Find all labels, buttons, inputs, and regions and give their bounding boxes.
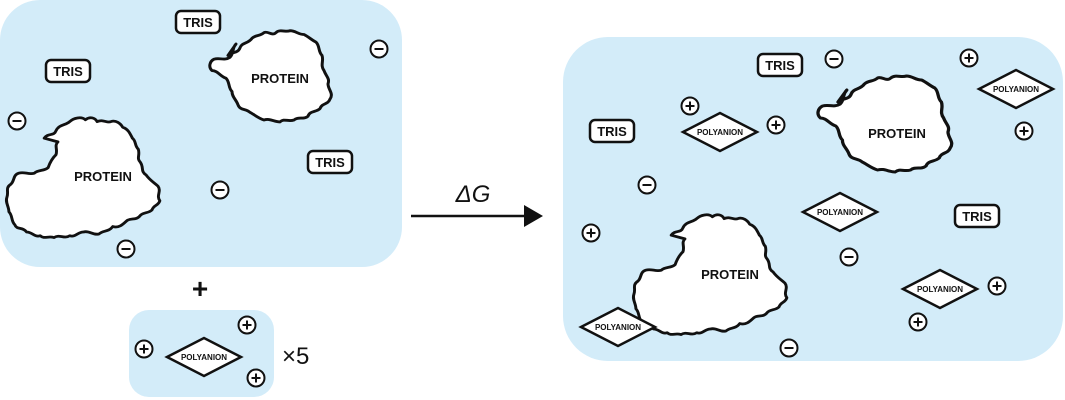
polyanion-right-1: POLYANION: [977, 68, 1055, 110]
tris-left-1: TRIS: [174, 9, 222, 35]
svg-text:PROTEIN: PROTEIN: [701, 267, 759, 282]
protein-right-lower: PROTEIN: [631, 213, 789, 337]
plus-circle-icon: [766, 115, 786, 135]
minus-circle-icon: [116, 239, 136, 259]
tris-left-2: TRIS: [44, 58, 92, 84]
tris-right-1: TRIS: [756, 52, 804, 78]
svg-text:POLYANION: POLYANION: [817, 208, 863, 217]
svg-text:POLYANION: POLYANION: [993, 85, 1039, 94]
protein-left-upper: PROTEIN: [208, 29, 333, 124]
minus-circle-icon: [369, 39, 389, 59]
plus-circle-icon: [1014, 121, 1034, 141]
tris-right-2: TRIS: [588, 118, 636, 144]
plus-circle-icon: [246, 368, 266, 388]
protein-right-upper: PROTEIN: [816, 74, 954, 174]
plus-circle-icon: [134, 339, 154, 359]
polyanion-left: POLYANION: [165, 336, 243, 378]
minus-circle-icon: [210, 180, 230, 200]
minus-circle-icon: [824, 49, 844, 69]
svg-text:POLYANION: POLYANION: [181, 353, 227, 362]
svg-text:POLYANION: POLYANION: [917, 285, 963, 294]
minus-circle-icon: [637, 175, 657, 195]
protein-left-lower: PROTEIN: [4, 116, 162, 240]
svg-text:TRIS: TRIS: [962, 209, 992, 224]
polyanion-right-4: POLYANION: [901, 268, 979, 310]
plus-circle-icon: [959, 48, 979, 68]
svg-text:POLYANION: POLYANION: [595, 323, 641, 332]
svg-text:TRIS: TRIS: [183, 15, 213, 30]
delta-g-label: ΔG: [455, 181, 491, 208]
svg-text:TRIS: TRIS: [597, 124, 627, 139]
svg-text:PROTEIN: PROTEIN: [868, 126, 926, 141]
plus-circle-icon: [237, 315, 257, 335]
minus-circle-icon: [839, 247, 859, 267]
svg-text:POLYANION: POLYANION: [697, 128, 743, 137]
polyanion-right-3: POLYANION: [801, 191, 879, 233]
tris-right-3: TRIS: [953, 203, 1001, 229]
plus-circle-icon: [581, 223, 601, 243]
plus-sign: +: [192, 273, 208, 304]
protein-label: PROTEIN: [74, 169, 132, 184]
svg-text:TRIS: TRIS: [765, 58, 795, 73]
polyanion-right-5: POLYANION: [579, 306, 657, 348]
protein-label: PROTEIN: [251, 71, 309, 86]
plus-circle-icon: [680, 96, 700, 116]
svg-text:TRIS: TRIS: [315, 155, 345, 170]
multiplier-label: ×5: [282, 343, 309, 370]
right-arrow-icon: [411, 205, 543, 227]
plus-circle-icon: [908, 312, 928, 332]
svg-text:TRIS: TRIS: [53, 64, 83, 79]
tris-left-3: TRIS: [306, 149, 354, 175]
minus-circle-icon: [7, 111, 27, 131]
minus-circle-icon: [779, 338, 799, 358]
polyanion-right-2: POLYANION: [681, 111, 759, 153]
plus-circle-icon: [987, 276, 1007, 296]
